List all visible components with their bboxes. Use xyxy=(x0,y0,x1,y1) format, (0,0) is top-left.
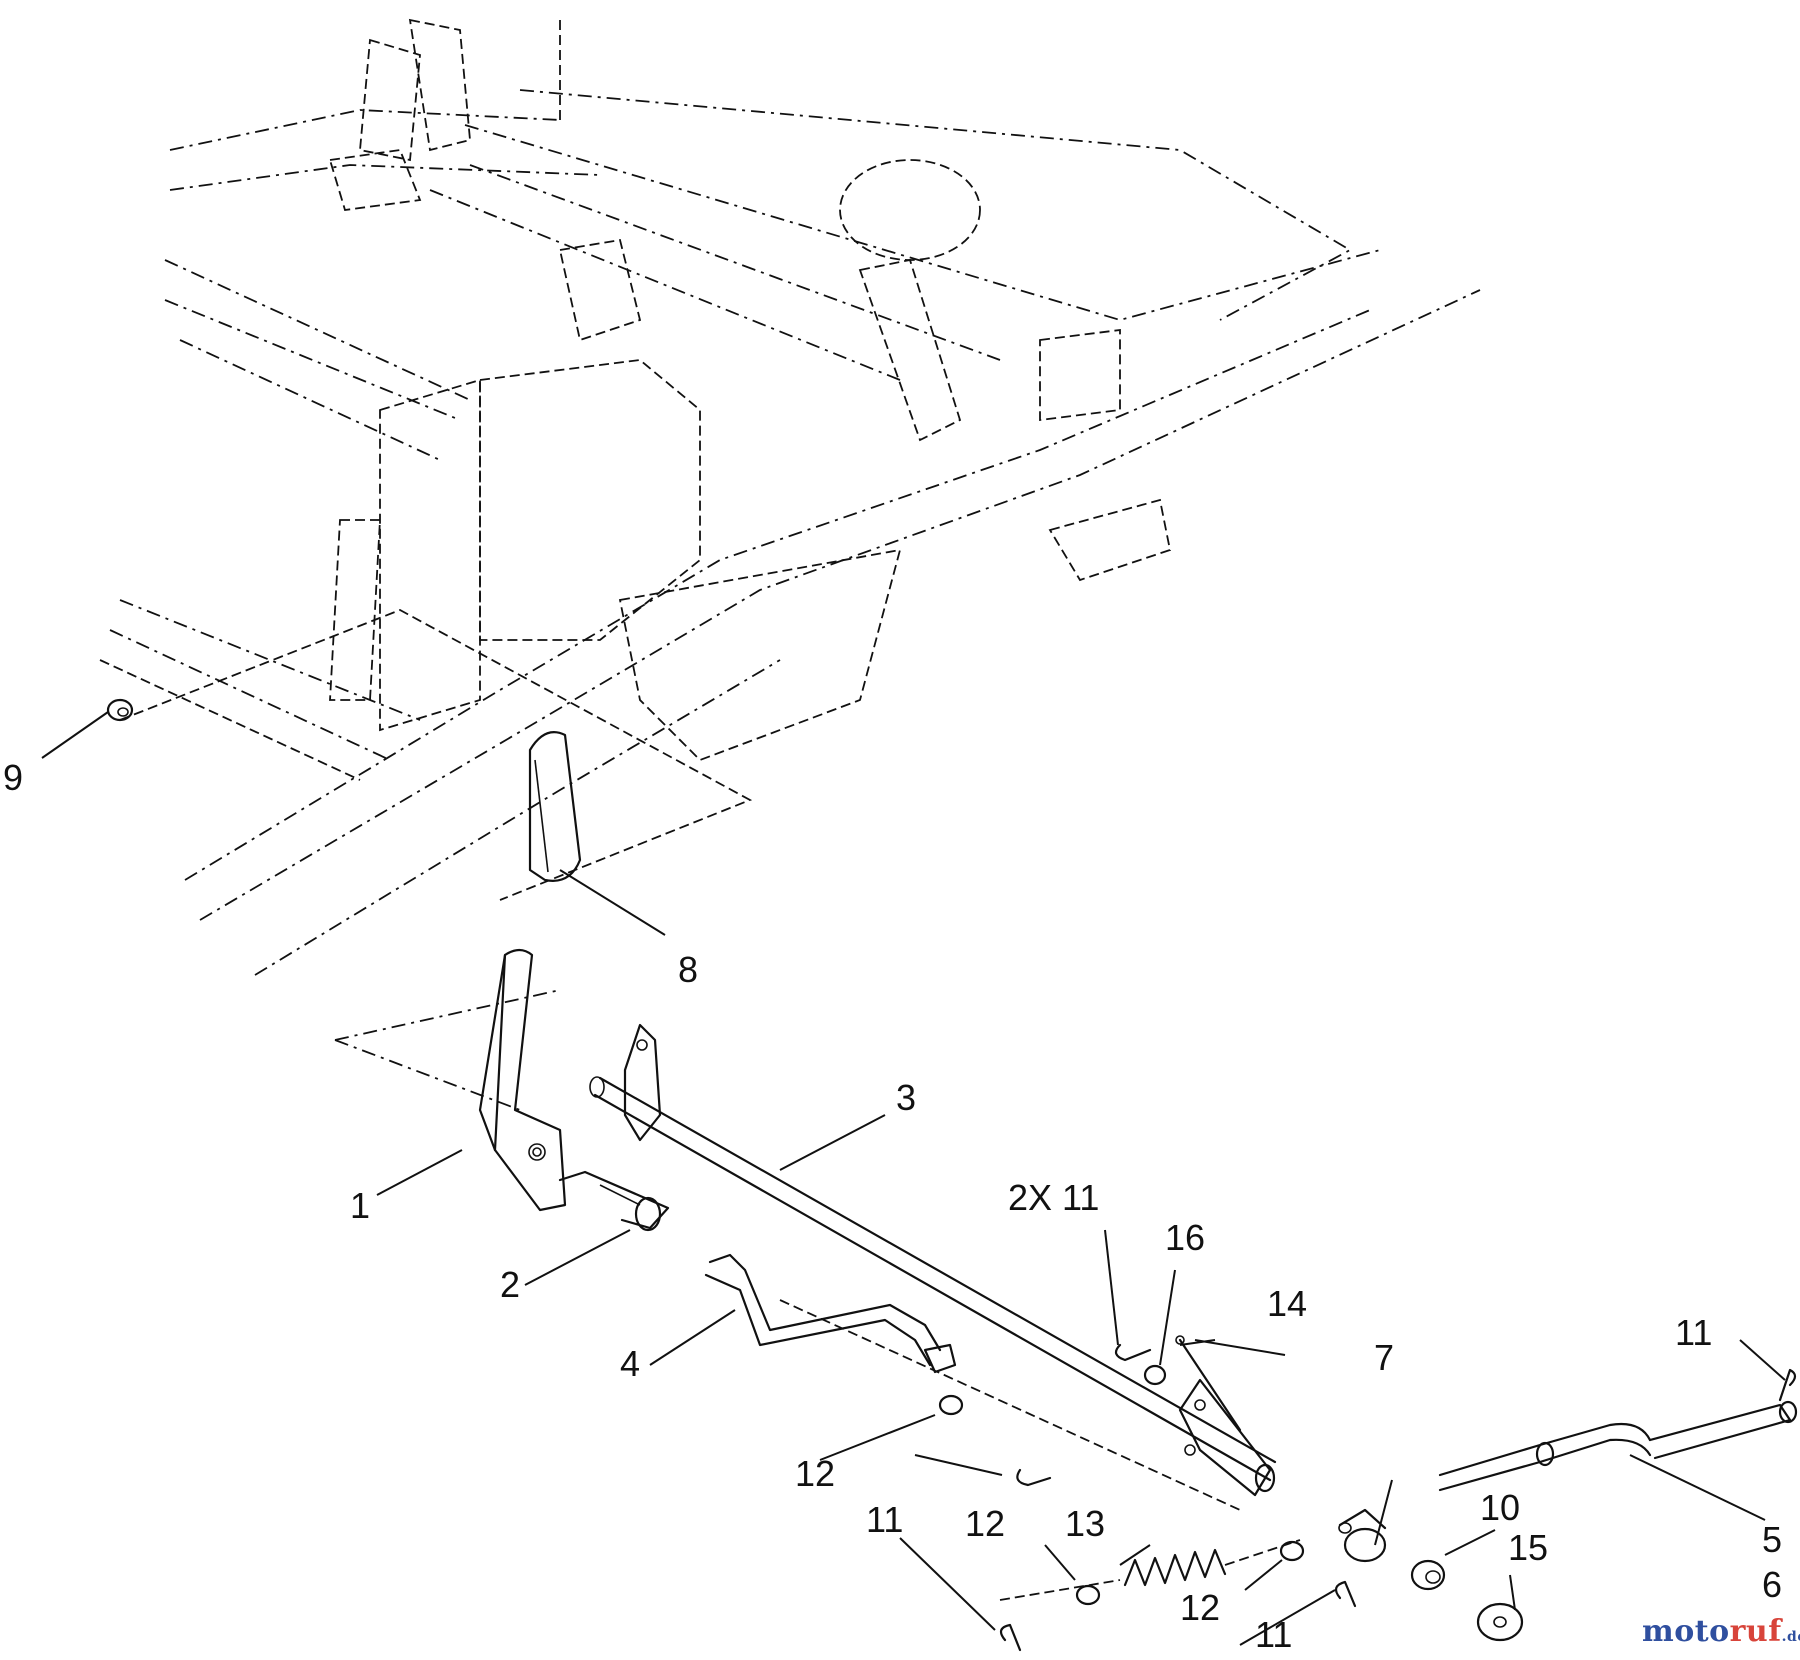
tractor-frame-outline xyxy=(99,18,1481,1111)
washers-part-12 xyxy=(938,1394,1305,1606)
hairpin-clips-part-11 xyxy=(999,1343,1797,1652)
callout-8: 8 xyxy=(678,949,698,990)
callout-10: 10 xyxy=(1480,1487,1520,1528)
spring-part-13 xyxy=(999,1539,1301,1601)
bushing-part-10 xyxy=(1410,1559,1446,1591)
callout-11-bottom: 11 xyxy=(1255,1614,1292,1655)
callout-2: 2 xyxy=(500,1264,520,1305)
callout-16: 16 xyxy=(1165,1217,1205,1258)
callout-4: 4 xyxy=(620,1343,640,1384)
pedal-arm-part-1 xyxy=(478,948,567,1212)
pedal-grip-part-8 xyxy=(528,731,582,882)
watermark-part-1: moto xyxy=(1642,1614,1730,1649)
callout-12-bottom: 12 xyxy=(1180,1587,1220,1628)
callout-7: 7 xyxy=(1374,1337,1394,1378)
washer-part-15 xyxy=(1476,1602,1524,1642)
washer-part-16 xyxy=(1143,1364,1167,1386)
callout-1: 1 xyxy=(350,1185,370,1226)
callout-5: 5 xyxy=(1762,1519,1782,1560)
callout-9: 9 xyxy=(3,757,23,798)
callout-14: 14 xyxy=(1267,1283,1307,1324)
leader-lines xyxy=(41,711,1786,1646)
callout-6: 6 xyxy=(1762,1564,1782,1605)
callout-15: 15 xyxy=(1508,1527,1548,1568)
callout-13: 13 xyxy=(1065,1503,1105,1544)
callout-2x-11: 2X 11 xyxy=(1008,1177,1099,1218)
link-rod-part-4 xyxy=(704,1253,1241,1511)
callout-3: 3 xyxy=(896,1077,916,1118)
watermark-part-3: .de xyxy=(1781,1629,1800,1645)
nut-part-9 xyxy=(106,698,134,722)
callout-labels: 1 2 3 4 5 6 7 8 9 10 2X 11 11 11 11 11 1… xyxy=(3,757,1782,1655)
callout-12-mid: 12 xyxy=(965,1503,1005,1544)
ferrule-part-7 xyxy=(1338,1508,1387,1563)
callout-12-left: 12 xyxy=(795,1453,835,1494)
cross-shaft-part-3 xyxy=(589,1023,1277,1497)
shoulder-bolt-part-2 xyxy=(558,1170,670,1232)
actuator-rod-part-5-6 xyxy=(1438,1400,1798,1492)
watermark-logo: motoruf.de xyxy=(1642,1614,1800,1649)
callout-11-mid: 11 xyxy=(866,1499,903,1540)
callout-11-right: 11 xyxy=(1675,1312,1712,1353)
watermark-part-2: ruf xyxy=(1729,1614,1782,1649)
pin-part-14 xyxy=(1175,1335,1242,1432)
